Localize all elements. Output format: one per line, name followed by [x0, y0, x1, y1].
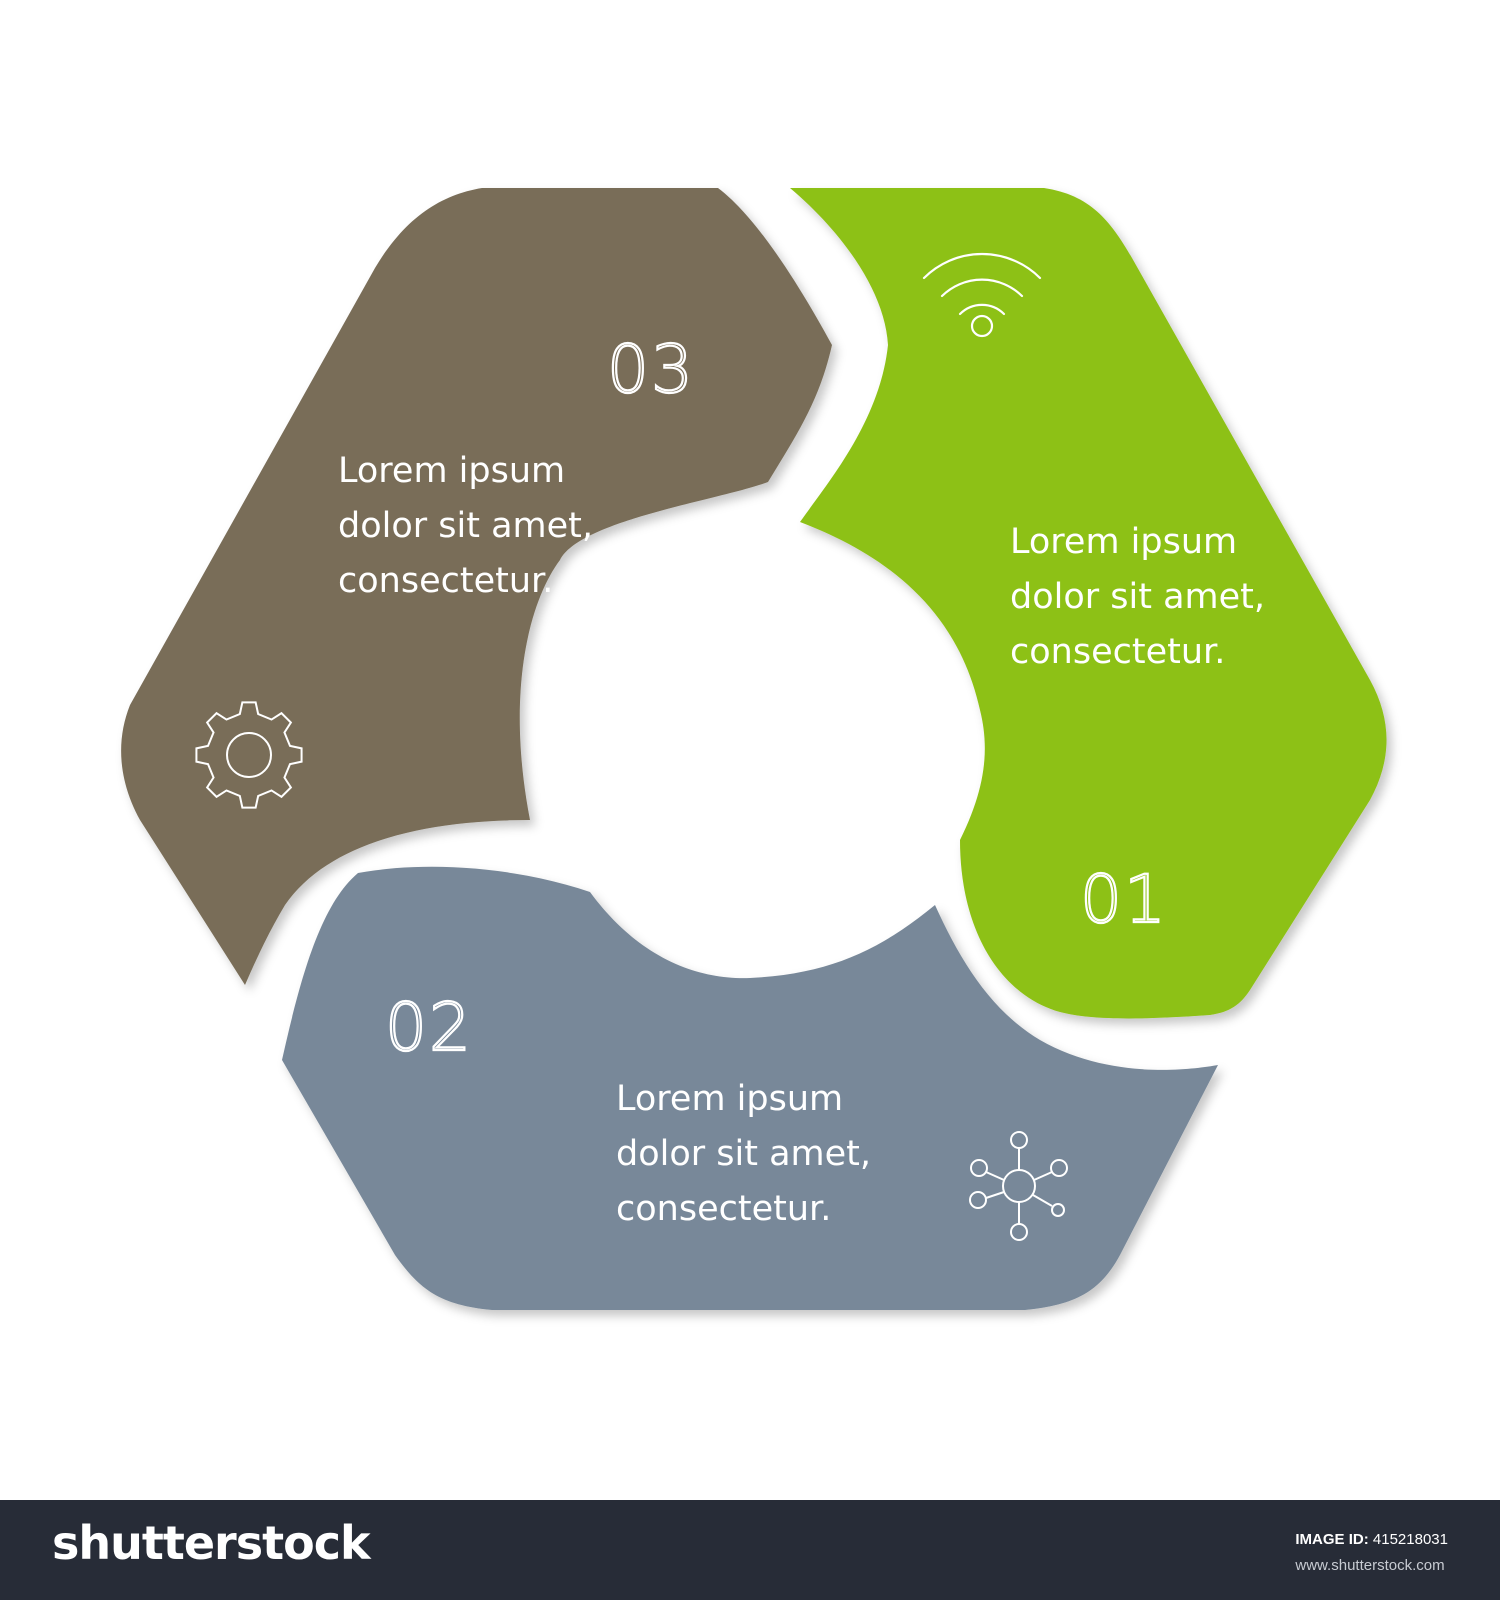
segment-01-text: Lorem ipsum dolor sit amet, consectetur.	[1010, 522, 1276, 672]
segment-02-text: Lorem ipsum dolor sit amet, consectetur.	[616, 1079, 882, 1229]
gear-icon	[195, 701, 303, 809]
segment-02-number: 02	[385, 989, 473, 1066]
segment-01-shape	[790, 188, 1387, 1019]
segment-03-number: 03	[607, 331, 695, 408]
network-hub-icon	[969, 1131, 1068, 1241]
segment-03-shape	[121, 188, 832, 985]
segment-02-shape	[282, 866, 1218, 1310]
cycle-diagram: 03 01 02 Lorem ipsum dolor sit amet, con…	[121, 188, 1387, 1310]
segment-03-text: Lorem ipsum dolor sit amet, consectetur.	[338, 451, 604, 601]
segment-01-number: 01	[1080, 861, 1168, 938]
image-id-block: IMAGE ID: 415218031 www.shutterstock.com	[1295, 1527, 1448, 1579]
image-id-label: IMAGE ID:	[1295, 1531, 1369, 1548]
footer-bar: shutterstock IMAGE ID: 415218031 www.shu…	[0, 1500, 1500, 1600]
wifi-icon	[922, 252, 1042, 338]
shutterstock-logo: shutterstock	[52, 1516, 371, 1570]
site-url: www.shutterstock.com	[1295, 1557, 1445, 1574]
image-id-value: 415218031	[1372, 1531, 1448, 1548]
